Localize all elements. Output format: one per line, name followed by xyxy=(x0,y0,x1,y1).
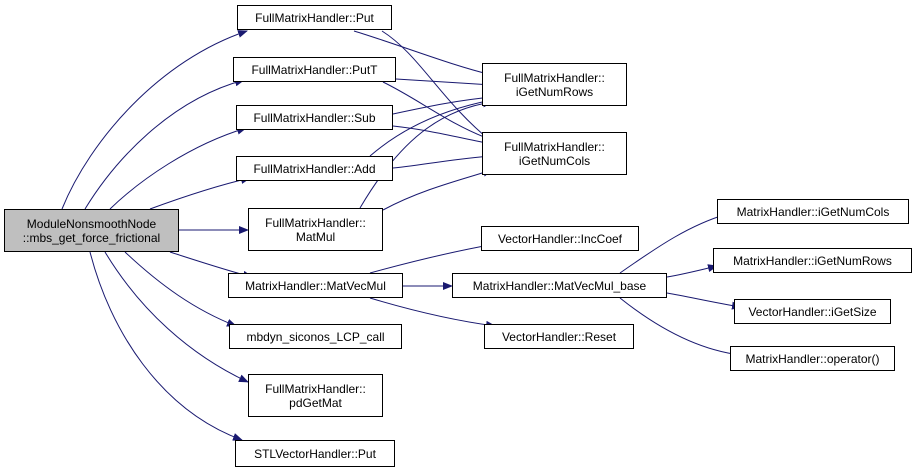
node-label: FullMatrixHandler::Add xyxy=(253,161,376,176)
node-label: FullMatrixHandler::Sub xyxy=(253,110,376,125)
edge-root-to-fm-put xyxy=(61,30,248,210)
node-label-line2: iGetNumCols xyxy=(518,153,591,168)
edge-root-to-fm-putt xyxy=(84,78,245,210)
edge-fm-putt-to-fm-getrows xyxy=(395,78,493,89)
node-full-matrix-handler-pdgetmat[interactable]: FullMatrixHandler:: pdGetMat xyxy=(248,374,383,417)
edge-root-to-fm-sub xyxy=(109,126,247,210)
node-matrix-handler-igetnumrows[interactable]: MatrixHandler::iGetNumRows xyxy=(713,248,912,273)
node-label: STLVectorHandler::Put xyxy=(254,446,376,461)
edge-fm-matmul-to-fm-getcols xyxy=(382,168,493,211)
edge-mh-matvecmul-to-vh-reset xyxy=(369,297,496,329)
edge-fm-sub-to-fm-getcols xyxy=(392,125,493,147)
node-label-line1: FullMatrixHandler:: xyxy=(504,139,605,154)
node-matrix-handler-operator[interactable]: MatrixHandler::operator() xyxy=(730,346,895,371)
edge-mh-matvecmul-base-to-mh-getcols xyxy=(619,212,728,274)
node-full-matrix-handler-matmul[interactable]: FullMatrixHandler:: MatMul xyxy=(248,208,383,251)
node-label-line2: ::mbs_get_force_frictional xyxy=(22,230,161,245)
node-label: MatrixHandler::MatVecMul xyxy=(245,278,386,293)
node-matrix-handler-matvecmul-base[interactable]: MatrixHandler::MatVecMul_base xyxy=(452,273,667,298)
node-matrix-handler-igetnumcols[interactable]: MatrixHandler::iGetNumCols xyxy=(717,199,909,224)
node-vector-handler-igetsize[interactable]: VectorHandler::iGetSize xyxy=(734,299,891,324)
node-label: MatrixHandler::iGetNumRows xyxy=(733,253,892,268)
node-label-line1: ModuleNonsmoothNode xyxy=(26,216,157,231)
node-label: MatrixHandler::MatVecMul_base xyxy=(472,278,647,293)
node-full-matrix-handler-add[interactable]: FullMatrixHandler::Add xyxy=(236,156,393,181)
node-full-matrix-handler-igetnumrows[interactable]: FullMatrixHandler:: iGetNumRows xyxy=(482,63,627,106)
node-label-line2: pdGetMat xyxy=(289,395,342,410)
node-matrix-handler-matvecmul[interactable]: MatrixHandler::MatVecMul xyxy=(228,273,403,298)
node-label-line1: FullMatrixHandler:: xyxy=(265,215,366,230)
edge-root-to-fm-pdgetmat xyxy=(104,251,249,383)
edge-mh-matvecmul-base-to-mh-getrows xyxy=(666,264,718,278)
node-label: FullMatrixHandler::Put xyxy=(255,10,374,25)
node-stl-vector-handler-put[interactable]: STLVectorHandler::Put xyxy=(235,440,395,467)
node-label: MatrixHandler::operator() xyxy=(745,351,880,366)
edge-mh-matvecmul-base-to-vh-getsize xyxy=(666,292,742,310)
edge-root-to-stl-put xyxy=(89,251,243,441)
node-full-matrix-handler-igetnumcols[interactable]: FullMatrixHandler:: iGetNumCols xyxy=(482,132,627,175)
node-label-line1: FullMatrixHandler:: xyxy=(504,70,605,85)
edge-fm-add-to-fm-getcols xyxy=(392,152,493,169)
node-module-nonsmooth-node-mbs-get-force-frictional[interactable]: ModuleNonsmoothNode ::mbs_get_force_fric… xyxy=(4,209,179,252)
edge-fm-matmul-to-fm-getrows xyxy=(359,99,493,209)
node-vector-handler-inccoef[interactable]: VectorHandler::IncCoef xyxy=(481,226,639,251)
edge-fm-add-to-fm-getrows xyxy=(369,97,493,157)
node-label: VectorHandler::Reset xyxy=(501,329,617,344)
edge-fm-sub-to-fm-getrows xyxy=(392,93,493,115)
edge-fm-put-to-fm-getrows xyxy=(353,30,493,77)
node-label-line2: MatMul xyxy=(295,229,336,244)
node-label-line2: iGetNumRows xyxy=(515,84,594,99)
node-label: VectorHandler::IncCoef xyxy=(497,231,623,246)
node-mbdyn-siconos-lcp-call[interactable]: mbdyn_siconos_LCP_call xyxy=(229,324,402,349)
node-label: VectorHandler::iGetSize xyxy=(748,304,877,319)
node-full-matrix-handler-putt[interactable]: FullMatrixHandler::PutT xyxy=(233,57,396,82)
node-vector-handler-reset[interactable]: VectorHandler::Reset xyxy=(484,324,634,349)
node-full-matrix-handler-sub[interactable]: FullMatrixHandler::Sub xyxy=(236,105,393,130)
node-full-matrix-handler-put[interactable]: FullMatrixHandler::Put xyxy=(237,5,392,30)
edge-root-to-lcp-call xyxy=(124,251,237,327)
node-label-line1: FullMatrixHandler:: xyxy=(265,381,366,396)
edge-mh-matvecmul-base-to-mh-operator xyxy=(619,297,741,358)
edge-fm-put-to-fm-getcols xyxy=(381,30,493,143)
edge-mh-matvecmul-to-vh-inccoef xyxy=(369,241,496,274)
node-label: mbdyn_siconos_LCP_call xyxy=(246,329,385,344)
edge-fm-putt-to-fm-getcols xyxy=(382,81,493,141)
node-label: MatrixHandler::iGetNumCols xyxy=(736,204,890,219)
edge-root-to-fm-add xyxy=(149,176,251,210)
node-label: FullMatrixHandler::PutT xyxy=(251,62,378,77)
